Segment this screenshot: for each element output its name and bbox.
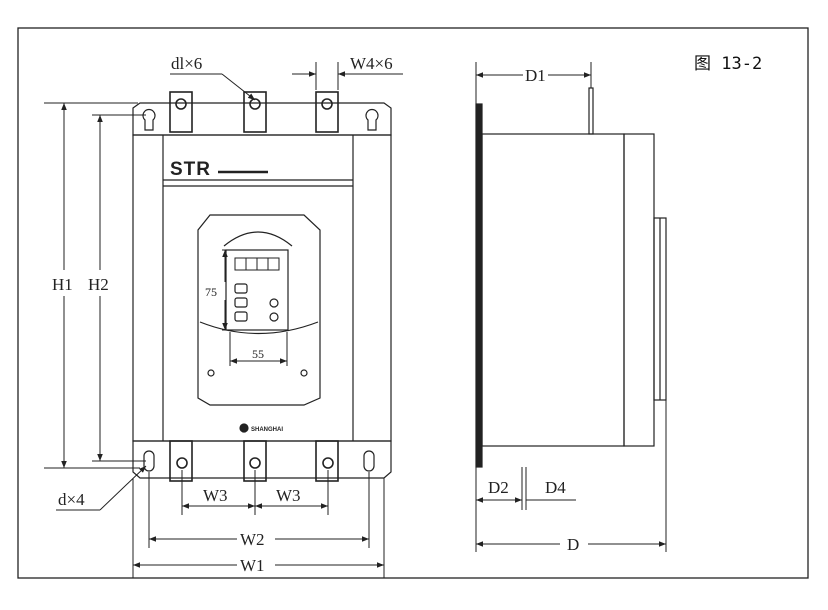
product-brand: STR xyxy=(170,159,211,180)
terminal-width-label: W4×6 xyxy=(350,54,393,73)
panel-width-label: 55 xyxy=(252,347,264,361)
mount-height-label: H2 xyxy=(88,275,109,294)
drawing-border xyxy=(17,27,809,579)
overall-width-label: W1 xyxy=(240,556,265,575)
panel-height-label: 75 xyxy=(205,285,217,299)
led-display xyxy=(234,257,280,271)
figure-label: 图 13-2 xyxy=(694,54,762,74)
overall-depth-label: D xyxy=(567,535,579,554)
mount-hole-label: d×4 xyxy=(58,490,85,509)
terminal-pitch-left-label: W3 xyxy=(203,486,228,505)
mount-width-label: W2 xyxy=(240,530,265,549)
terminal-pitch-right-label: W3 xyxy=(276,486,301,505)
base-depth-label: D2 xyxy=(488,478,509,497)
dimension-lines xyxy=(44,62,667,578)
side-view xyxy=(475,87,667,468)
terminal-depth-label: D1 xyxy=(525,66,546,85)
bottom-terminals xyxy=(169,440,339,482)
terminal-hole-label: dl×6 xyxy=(171,54,202,73)
top-terminals xyxy=(169,91,339,133)
maker-mark: SHANGHAI xyxy=(251,427,283,433)
flange-depth-label: D4 xyxy=(545,478,566,497)
overall-height-label: H1 xyxy=(52,275,73,294)
